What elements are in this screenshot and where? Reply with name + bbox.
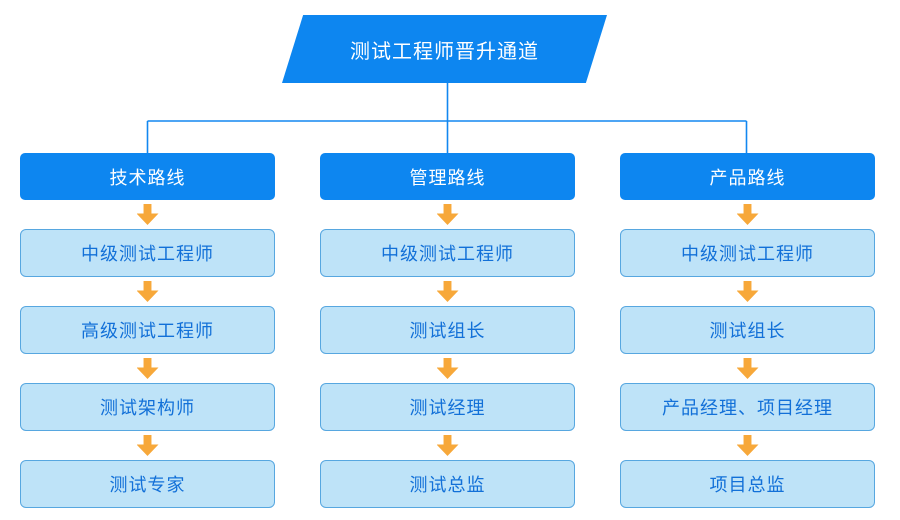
arrow-down-icon [436, 358, 459, 379]
column-technical-route: 技术路线 中级测试工程师 高级测试工程师 测试架构师 测试专家 [20, 153, 275, 508]
column-product-route: 产品路线 中级测试工程师 测试组长 产品经理、项目经理 项目总监 [620, 153, 875, 508]
arrow-down-icon [436, 435, 459, 456]
level-box: 测试专家 [20, 460, 275, 508]
level-box: 测试组长 [620, 306, 875, 354]
level-box: 中级测试工程师 [620, 229, 875, 277]
arrow-down-icon [736, 435, 759, 456]
level-box: 测试经理 [320, 383, 575, 431]
column-header-management: 管理路线 [320, 153, 575, 200]
arrow-down-icon [736, 281, 759, 302]
level-box: 测试总监 [320, 460, 575, 508]
title-parallelogram: 测试工程师晋升通道 [282, 15, 607, 83]
level-box: 测试架构师 [20, 383, 275, 431]
arrow-down-icon [436, 281, 459, 302]
column-header-technical: 技术路线 [20, 153, 275, 200]
arrow-down-icon [736, 358, 759, 379]
arrow-down-icon [436, 204, 459, 225]
level-box: 测试组长 [320, 306, 575, 354]
level-box: 产品经理、项目经理 [620, 383, 875, 431]
level-box: 中级测试工程师 [20, 229, 275, 277]
arrow-down-icon [136, 281, 159, 302]
arrow-down-icon [136, 204, 159, 225]
arrow-down-icon [136, 435, 159, 456]
column-management-route: 管理路线 中级测试工程师 测试组长 测试经理 测试总监 [320, 153, 575, 508]
level-box: 项目总监 [620, 460, 875, 508]
arrow-down-icon [736, 204, 759, 225]
column-header-product: 产品路线 [620, 153, 875, 200]
level-box: 高级测试工程师 [20, 306, 275, 354]
level-box: 中级测试工程师 [320, 229, 575, 277]
arrow-down-icon [136, 358, 159, 379]
diagram-title: 测试工程师晋升通道 [350, 38, 539, 63]
